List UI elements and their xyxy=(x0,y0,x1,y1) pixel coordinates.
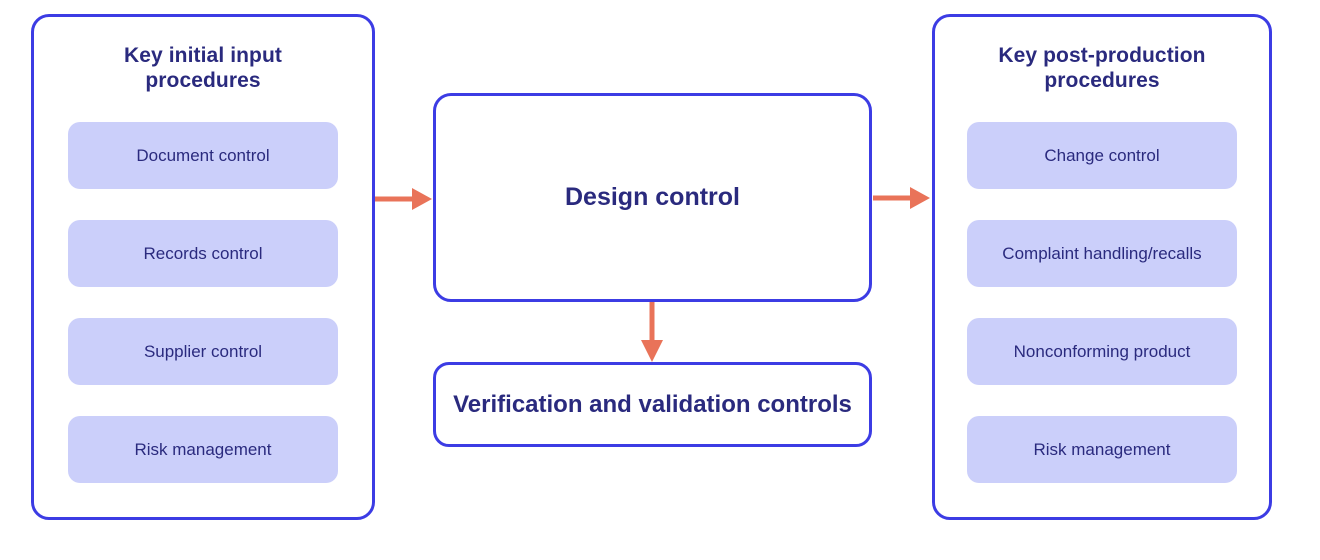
item-complaint-handling-recalls: Complaint handling/recalls xyxy=(967,220,1237,288)
verification-validation-label: Verification and validation controls xyxy=(453,390,852,418)
item-risk-management-left: Risk management xyxy=(68,416,338,484)
item-records-control: Records control xyxy=(68,220,338,288)
item-change-control: Change control xyxy=(967,122,1237,190)
right-panel-title: Key post-production procedures xyxy=(998,44,1206,93)
item-risk-management-right: Risk management xyxy=(967,416,1237,484)
arrow-down-icon xyxy=(641,302,663,362)
design-control-label: Design control xyxy=(564,183,740,211)
left-panel: Key initial input procedures Document co… xyxy=(31,14,375,520)
item-document-control: Document control xyxy=(68,122,338,190)
arrow-right-icon xyxy=(873,187,930,209)
design-control-box: Design control xyxy=(433,93,872,302)
right-panel-items: Change control Complaint handling/recall… xyxy=(967,122,1237,484)
item-nonconforming-product: Nonconforming product xyxy=(967,318,1237,386)
left-panel-title: Key initial input procedures xyxy=(123,44,283,93)
left-panel-items: Document control Records control Supplie… xyxy=(68,122,338,484)
right-panel: Key post-production procedures Change co… xyxy=(932,14,1272,520)
verification-validation-box: Verification and validation controls xyxy=(433,362,872,447)
item-supplier-control: Supplier control xyxy=(68,318,338,386)
arrow-right-icon xyxy=(375,188,432,210)
